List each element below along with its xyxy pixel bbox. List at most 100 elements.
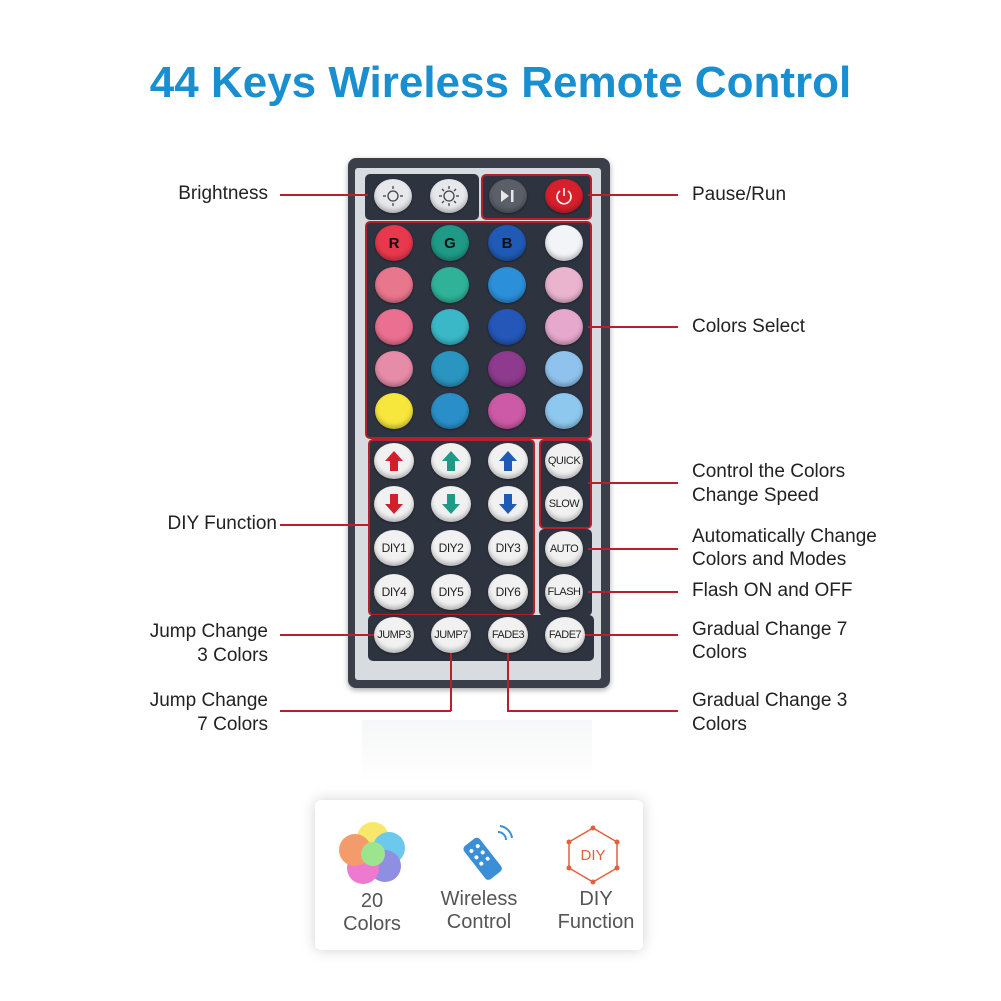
color-button[interactable]	[375, 309, 413, 345]
color-button[interactable]	[488, 351, 526, 387]
sun-dim-icon	[383, 186, 403, 206]
color-button[interactable]: R	[375, 225, 413, 261]
red-down-button[interactable]	[374, 486, 414, 522]
color-button[interactable]	[431, 351, 469, 387]
flash-callout-label: Flash ON and OFF	[692, 580, 853, 601]
diy-button[interactable]: DIY6	[488, 574, 528, 610]
auto-line	[588, 548, 678, 550]
rgb-label-r: R	[388, 234, 400, 252]
rgb-label-b: B	[501, 234, 513, 252]
power-icon	[556, 188, 572, 205]
jump7-button[interactable]: JUMP7	[431, 617, 471, 653]
jump3-label-2: 3 Colors	[197, 645, 268, 666]
color-button[interactable]	[375, 351, 413, 387]
color-button[interactable]: G	[431, 225, 469, 261]
brightness-down-button[interactable]	[374, 179, 412, 213]
color-button[interactable]	[375, 393, 413, 429]
jump3-label: JUMP3	[377, 629, 411, 641]
color-button[interactable]	[488, 309, 526, 345]
diy-button-label: DIY4	[381, 585, 407, 599]
arrow-down-icon	[442, 494, 460, 514]
power-button[interactable]	[545, 179, 583, 213]
flash-line	[588, 591, 678, 593]
remote-reflection	[362, 720, 592, 780]
jump3-line	[280, 634, 374, 636]
play-pause-icon	[501, 190, 514, 202]
diy-button-label: DIY1	[381, 541, 407, 555]
speed-label-2: Change Speed	[692, 485, 819, 506]
diy-badge-text: DIY	[580, 847, 605, 864]
color-button[interactable]	[545, 267, 583, 303]
brightness-up-button[interactable]	[430, 179, 468, 213]
fade7-label-2: Colors	[692, 642, 747, 663]
color-button[interactable]	[488, 393, 526, 429]
slow-button[interactable]: SLOW	[545, 486, 583, 522]
jump7-label-2: 7 Colors	[197, 714, 268, 735]
fade3-line-v	[507, 653, 509, 711]
arrow-up-icon	[442, 451, 460, 471]
slow-label: SLOW	[548, 498, 580, 510]
green-down-button[interactable]	[431, 486, 471, 522]
colors-select-label: Colors Select	[692, 316, 805, 337]
feature-diy: DIY Function	[546, 888, 646, 934]
red-up-button[interactable]	[374, 443, 414, 479]
diy-button[interactable]: DIY5	[431, 574, 471, 610]
feature-colors: 20 Colors	[322, 890, 422, 936]
feature-wireless: Wireless Control	[427, 888, 531, 934]
fade3-line-h	[507, 710, 678, 712]
diy-button-label: DIY5	[438, 585, 464, 599]
color-button[interactable]	[545, 351, 583, 387]
feature-colors-line1: 20	[360, 890, 384, 912]
colors-select-line	[588, 326, 678, 328]
fade7-label: FADE7	[548, 629, 582, 641]
diy-button[interactable]: DIY1	[374, 530, 414, 566]
jump7-line-h	[280, 710, 451, 712]
arrow-down-icon	[385, 494, 403, 514]
arrow-up-icon	[385, 451, 403, 471]
jump7-line-v	[450, 653, 452, 711]
jump3-button[interactable]: JUMP3	[374, 617, 414, 653]
feature-wireless-line2: Control	[446, 911, 512, 933]
color-button[interactable]	[431, 309, 469, 345]
diy-line	[280, 524, 368, 526]
rgb-label-g: G	[444, 234, 456, 252]
blue-up-button[interactable]	[488, 443, 528, 479]
pause-run-line	[588, 194, 678, 196]
diy-button[interactable]: DIY2	[431, 530, 471, 566]
remote-control-icon	[463, 825, 513, 880]
auto-label: AUTO	[549, 543, 579, 555]
feature-diy-line2: Function	[557, 911, 635, 933]
color-button[interactable]	[488, 267, 526, 303]
quick-button[interactable]: QUICK	[545, 443, 583, 479]
color-button[interactable]	[431, 393, 469, 429]
diy-button[interactable]: DIY3	[488, 530, 528, 566]
play-pause-button[interactable]	[489, 179, 527, 213]
jump3-label-1: Jump Change	[149, 621, 268, 642]
auto-label-2: Colors and Modes	[692, 549, 847, 570]
blue-down-button[interactable]	[488, 486, 528, 522]
diy-button-label: DIY6	[495, 585, 521, 599]
diy-button-label: DIY2	[438, 541, 464, 555]
flash-button[interactable]: FLASH	[545, 574, 583, 610]
fade3-label-1: Gradual Change 3	[692, 690, 848, 711]
color-button[interactable]	[545, 225, 583, 261]
color-button[interactable]	[375, 267, 413, 303]
color-button[interactable]	[545, 309, 583, 345]
flash-label: FLASH	[547, 586, 581, 598]
color-button[interactable]	[431, 267, 469, 303]
sun-bright-icon	[439, 186, 459, 206]
speed-line	[588, 482, 678, 484]
speed-label-1: Control the Colors	[692, 461, 846, 482]
jump7-label: JUMP7	[434, 629, 468, 641]
pause-run-label: Pause/Run	[692, 184, 787, 205]
fade7-button[interactable]: FADE7	[545, 617, 585, 653]
green-up-button[interactable]	[431, 443, 471, 479]
color-button[interactable]: B	[488, 225, 526, 261]
diy-button[interactable]: DIY4	[374, 574, 414, 610]
auto-label-1: Automatically Change	[692, 526, 877, 547]
fade3-button[interactable]: FADE3	[488, 617, 528, 653]
auto-button[interactable]: AUTO	[545, 531, 583, 567]
feature-wireless-line1: Wireless	[440, 888, 518, 910]
color-button[interactable]	[545, 393, 583, 429]
brightness-line	[280, 194, 368, 196]
